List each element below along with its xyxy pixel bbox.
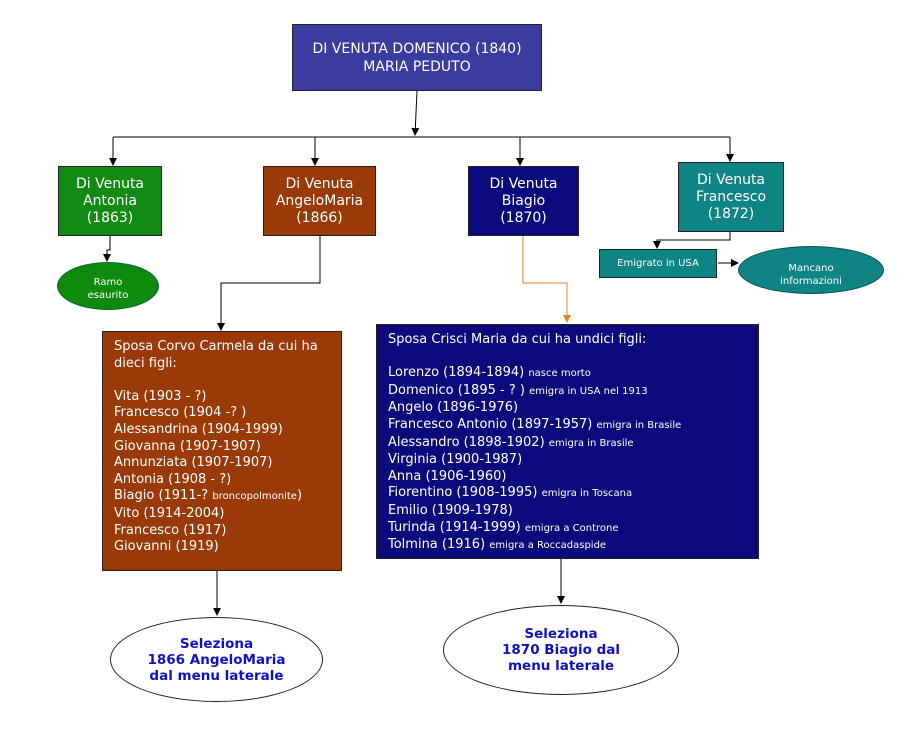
child-name-dates: Giovanna (1907-1907) — [114, 438, 261, 454]
child-name-dates: Domenico (1895 - ? ) — [388, 382, 525, 398]
child-name: Biagio — [501, 192, 546, 209]
emigrated-usa-box: Emigrato in USA — [599, 249, 717, 278]
child-list-item: Vito (1914-2004) — [114, 506, 330, 523]
child-list-item: Tolmina (1916) emigra a Roccadaspide — [388, 537, 747, 555]
root-to-bus-arrow — [411, 90, 420, 136]
child-note: broncopolmonite — [212, 491, 297, 503]
child-list-item: Francesco (1917) — [114, 523, 330, 540]
child-note: emigra in Brasile — [596, 419, 682, 431]
child-name-dates: Annunziata (1907-1907) — [114, 455, 273, 471]
branch-ended-label-2: esaurito — [87, 290, 129, 301]
child-name-dates: Biagio (1911-? — [114, 488, 213, 504]
child-list-item: Alessandro (1898-1902) emigra in Brasile — [388, 435, 747, 453]
missing-info-oval: Mancano informazioni — [738, 246, 884, 294]
biagio-to-children-arrow — [522, 236, 571, 323]
child-name-dates: Tolmina (1916) — [388, 537, 486, 553]
child-name-dates: Alessandro (1898-1902) — [388, 434, 545, 450]
child-surname: Di Venuta — [696, 171, 766, 188]
child-year: (1872) — [707, 205, 755, 222]
branch-ended-label: Ramo — [93, 277, 123, 288]
child-name-dates: Anna (1906-1960) — [388, 468, 507, 484]
child-year: (1870) — [500, 209, 547, 226]
child-list-item: Biagio (1911-? broncopolmonite) — [114, 488, 330, 506]
select-target: 1870 Biagio dal — [502, 642, 620, 658]
branch-ended-oval: Ramo esaurito — [57, 262, 159, 310]
child-name-dates: Angelo (1896-1976) — [388, 400, 519, 416]
select-biagio-oval: Seleziona 1870 Biagio dal menu laterale — [443, 605, 679, 695]
child-box-biagio: Di Venuta Biagio (1870) — [468, 166, 579, 236]
child-list-item: Emilio (1909-1978) — [388, 503, 747, 520]
child-note: emigra in USA nel 1913 — [529, 385, 648, 397]
child-list-item: Lorenzo (1894-1894) nasce morto — [388, 365, 747, 383]
child-name-dates: Giovanni (1919) — [114, 539, 219, 555]
child-list-item: Anna (1906-1960) — [388, 469, 747, 486]
child-name: Francesco — [695, 188, 767, 205]
child-name-dates: Francesco (1904 -? ) — [114, 405, 247, 421]
child-year: (1863) — [86, 209, 134, 226]
child-list-item: Angelo (1896-1976) — [388, 400, 747, 417]
root-spouse: MARIA PEDUTO — [363, 58, 471, 75]
select-label: Seleziona — [179, 635, 254, 652]
missing-info-label-2: informazioni — [780, 276, 842, 287]
angelomaria-children-box: Sposa Corvo Carmela da cui ha dieci figl… — [102, 331, 342, 571]
child-list-item: Francesco Antonio (1897-1957) emigra in … — [388, 417, 747, 435]
child-note: nasce morto — [528, 368, 591, 380]
select-hint: dal menu laterale — [149, 667, 284, 684]
child-list-item: Giovanna (1907-1907) — [114, 439, 330, 456]
child-name-dates: Alessandrina (1904-1999) — [114, 421, 283, 437]
angelomaria-children-list: Vita (1903 - ?)Francesco (1904 -? )Aless… — [114, 389, 330, 556]
child-name: AngeloMaria — [275, 192, 364, 209]
child-name-dates: Emilio (1909-1978) — [388, 502, 513, 518]
biagio-children-header: Sposa Crisci Maria da cui ha undici figl… — [388, 332, 647, 347]
child-list-item: Annunziata (1907-1907) — [114, 455, 330, 472]
child-box-angelomaria: Di Venuta AngeloMaria (1866) — [263, 166, 376, 236]
child-name-dates: Lorenzo (1894-1894) — [388, 365, 525, 381]
missing-info-label: Mancano — [788, 263, 834, 274]
child-name: Antonia — [83, 192, 137, 209]
child-year: (1866) — [296, 209, 343, 226]
child-surname: Di Venuta — [75, 175, 145, 192]
child-box-antonia: Di Venuta Antonia (1863) — [58, 166, 162, 236]
select-hint: menu laterale — [507, 658, 615, 674]
angelo-to-children-arrow — [217, 236, 321, 331]
child-name-dates: Fiorentino (1908-1995) — [388, 485, 538, 501]
child-list-item: Domenico (1895 - ? ) emigra in USA nel 1… — [388, 383, 747, 401]
child-list-item: Fiorentino (1908-1995) emigra in Toscana — [388, 485, 747, 503]
child-surname: Di Venuta — [489, 175, 558, 192]
francesco-to-emigrated-arrow — [653, 232, 731, 249]
child-note: emigra in Brasile — [548, 437, 634, 449]
child-list-item: Francesco (1904 -? ) — [114, 405, 330, 422]
biagio-children-box: Sposa Crisci Maria da cui ha undici figl… — [376, 324, 759, 559]
child-note: emigra in Toscana — [541, 488, 633, 500]
child-name-dates: Vito (1914-2004) — [114, 505, 225, 521]
root-ancestor-box: DI VENUTA DOMENICO (1840) MARIA PEDUTO — [292, 24, 542, 91]
child-list-item: Giovanni (1919) — [114, 539, 330, 556]
child-name-dates: Virginia (1900-1987) — [388, 452, 523, 468]
child-list-item: Turinda (1914-1999) emigra a Controne — [388, 520, 747, 538]
child-note: emigra a Controne — [524, 522, 619, 534]
child-list-item: Vita (1903 - ?) — [114, 389, 330, 406]
child-note: emigra a Roccadaspide — [489, 540, 607, 552]
emigrated-usa-label: Emigrato in USA — [617, 258, 699, 269]
angelomaria-children-header: Sposa Corvo Carmela da cui ha — [114, 339, 318, 354]
select-label: Seleziona — [524, 626, 598, 642]
child-name-dates: Francesco (1917) — [114, 522, 227, 538]
child-name-dates: Francesco Antonio (1897-1957) — [388, 416, 593, 432]
child-name-dates: Vita (1903 - ?) — [114, 388, 207, 404]
child-box-francesco: Di Venuta Francesco (1872) — [678, 162, 784, 232]
select-angelomaria-oval: Seleziona 1866 AngeloMaria dal menu late… — [110, 617, 323, 702]
child-name-dates: Turinda (1914-1999) — [388, 519, 521, 535]
angelomaria-children-header-2: dieci figli: — [114, 355, 177, 371]
child-list-item: Antonia (1908 - ?) — [114, 472, 330, 489]
child-list-item: Virginia (1900-1987) — [388, 452, 747, 469]
select-target: 1866 AngeloMaria — [147, 651, 286, 668]
child-name-dates: Antonia (1908 - ?) — [114, 471, 232, 487]
root-name: DI VENUTA DOMENICO (1840) — [312, 40, 522, 57]
antonia-to-end-arrow — [103, 236, 111, 262]
child-surname: Di Venuta — [285, 175, 354, 192]
child-note-tail: ) — [296, 488, 303, 504]
child-list-item: Alessandrina (1904-1999) — [114, 422, 330, 439]
